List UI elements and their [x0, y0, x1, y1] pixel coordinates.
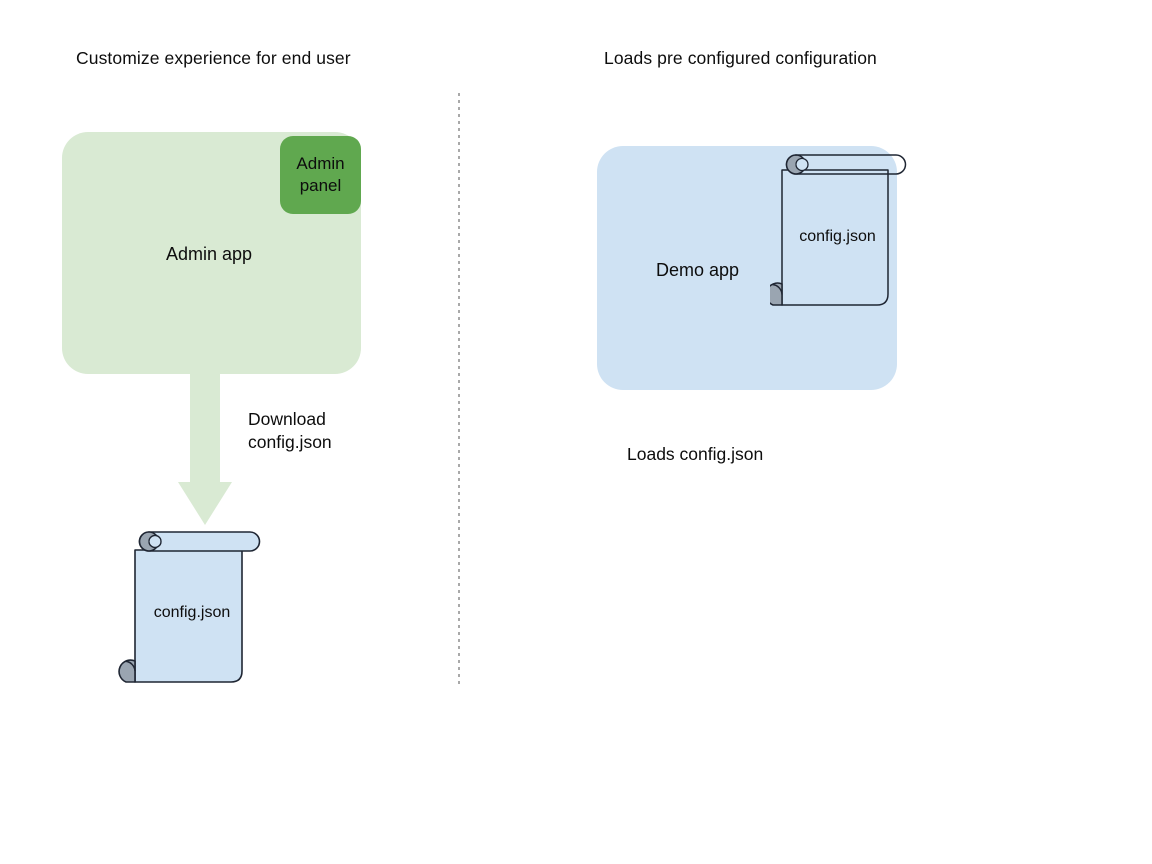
scroll-icon[interactable] — [770, 150, 912, 310]
scroll-left-label: config.json — [153, 604, 231, 621]
admin-panel-label: Admin panel — [296, 154, 345, 195]
demo-app-label: Demo app — [656, 260, 740, 280]
right-column-title: Loads pre configured configuration — [604, 48, 877, 68]
loads-config-caption: Loads config.json — [627, 444, 764, 464]
column-divider — [458, 93, 460, 685]
admin-app-label: Admin app — [166, 244, 253, 264]
admin-panel-chip[interactable]: Admin panel — [280, 136, 361, 214]
download-arrow-icon — [178, 370, 232, 525]
scroll-icon[interactable] — [118, 528, 268, 688]
scroll-right-label: config.json — [799, 228, 876, 245]
left-column-title: Customize experience for end user — [76, 48, 351, 68]
demo-app-container[interactable] — [597, 146, 897, 390]
download-arrow-label: Download config.json — [248, 409, 332, 452]
